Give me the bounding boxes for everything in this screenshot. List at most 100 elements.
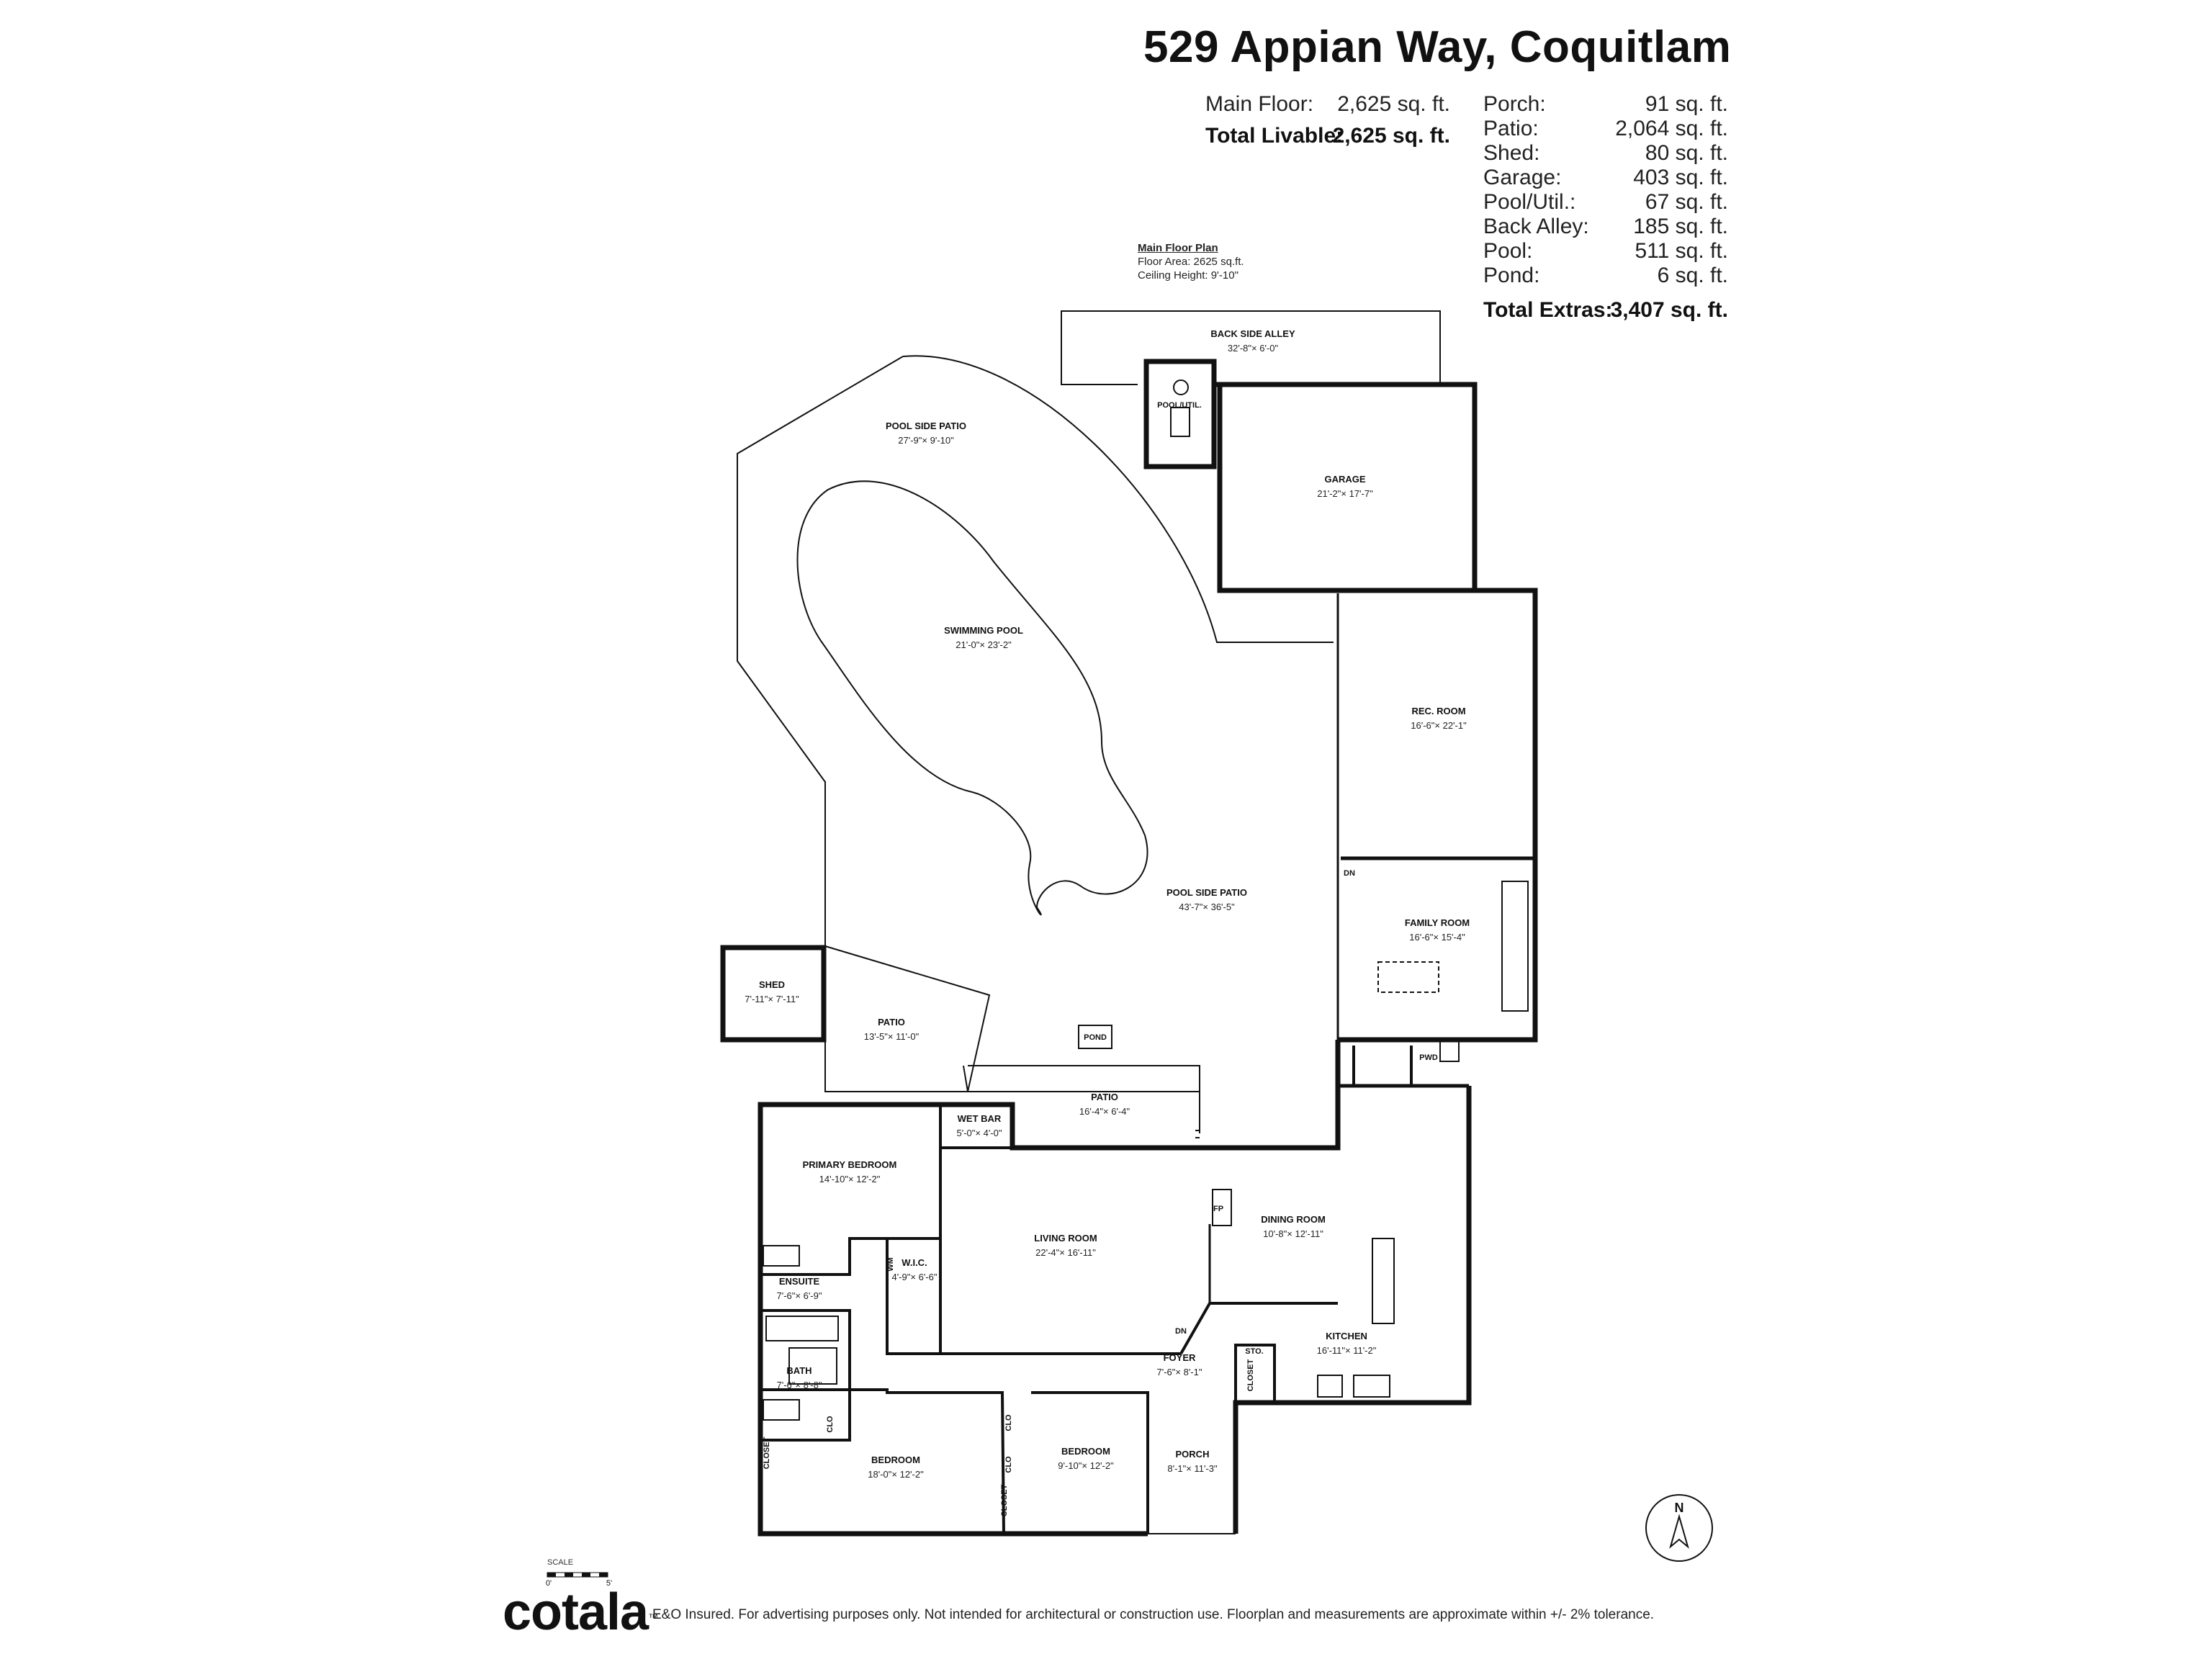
scale-end: 5' bbox=[606, 1579, 612, 1588]
ensuite-shower bbox=[788, 1347, 837, 1385]
area-label: Pool/Util.: bbox=[1483, 190, 1576, 214]
room-name: PATIO bbox=[1091, 1092, 1118, 1102]
pool-patio-outline bbox=[737, 355, 1334, 1138]
pond-outline bbox=[1078, 1025, 1112, 1049]
area-label: Porch: bbox=[1483, 92, 1546, 116]
room-dim: 32'-8"× 6'-0" bbox=[1228, 343, 1279, 354]
clo-label: CLO bbox=[826, 1416, 835, 1433]
family-room-table bbox=[1377, 961, 1439, 993]
fireplace-label: FP bbox=[1213, 1205, 1223, 1213]
kitchen-island bbox=[1372, 1238, 1395, 1324]
room-name: PWD bbox=[1419, 1053, 1438, 1062]
garage-walls bbox=[1214, 382, 1478, 593]
north-label: N bbox=[1675, 1501, 1684, 1515]
room-dim: 8'-1"× 11'-3" bbox=[1167, 1463, 1218, 1474]
area-value: 511 sq. ft. bbox=[1635, 239, 1728, 263]
room-dim: 7'-6"× 6'-9" bbox=[777, 1290, 822, 1301]
room-dim: 14'-10"× 12'-2" bbox=[819, 1174, 881, 1184]
room-dim: 27'-9"× 9'-10" bbox=[898, 435, 954, 446]
room-dim: 43'-7"× 36'-5" bbox=[1179, 902, 1235, 912]
clo-label: CLO bbox=[1004, 1414, 1013, 1431]
room-dim: 18'-0"× 12'-2" bbox=[868, 1469, 924, 1480]
room-dim: 7'-11"× 7'-11" bbox=[745, 994, 799, 1004]
primary-walls bbox=[760, 1105, 942, 1276]
room-name: PORCH bbox=[1176, 1449, 1210, 1460]
plan-heading: Main Floor Plan bbox=[1138, 242, 1218, 254]
area-value: 3,407 sq. ft. bbox=[1610, 298, 1728, 322]
brand-logo: cotala™ bbox=[503, 1583, 658, 1642]
outdoor-outlines bbox=[737, 310, 1713, 1562]
room-name: KITCHEN bbox=[1326, 1331, 1367, 1341]
house-outer-walls bbox=[757, 1040, 1341, 1537]
page-title: 529 Appian Way, Coquitlam bbox=[1143, 22, 1732, 72]
area-label: Garage: bbox=[1483, 166, 1562, 189]
ensuite-vanity bbox=[763, 1245, 800, 1267]
room-name: POOL/UTIL. bbox=[1157, 401, 1202, 410]
area-value: 67 sq. ft. bbox=[1645, 190, 1728, 214]
area-label: Total Extras: bbox=[1483, 298, 1613, 322]
kitchen-sink bbox=[1353, 1375, 1390, 1398]
area-value: 2,064 sq. ft. bbox=[1615, 117, 1728, 140]
area-value: 80 sq. ft. bbox=[1645, 141, 1728, 165]
room-name: FAMILY ROOM bbox=[1405, 917, 1470, 928]
shed-walls bbox=[720, 945, 827, 1043]
room-dim: 5'-0"× 4'-0" bbox=[957, 1128, 1002, 1138]
room-name: BACK SIDE ALLEY bbox=[1210, 328, 1295, 339]
room-name: BEDROOM bbox=[871, 1455, 920, 1465]
room-dim: 21'-2"× 17'-7" bbox=[1317, 488, 1373, 499]
room-name: POOL SIDE PATIO bbox=[1166, 887, 1247, 898]
family-room-sofa bbox=[1501, 881, 1529, 1012]
ensuite-tub bbox=[765, 1316, 839, 1341]
room-name: W.I.C. bbox=[902, 1257, 927, 1268]
area-value: 185 sq. ft. bbox=[1633, 215, 1728, 238]
room-name: PATIO bbox=[878, 1017, 905, 1028]
area-value: 2,625 sq. ft. bbox=[1332, 124, 1450, 148]
room-name: BATH bbox=[786, 1365, 811, 1376]
area-label: Shed: bbox=[1483, 141, 1540, 165]
kitchen-range bbox=[1317, 1375, 1343, 1398]
area-value: 91 sq. ft. bbox=[1645, 92, 1728, 116]
clo-label: CLO bbox=[1004, 1456, 1013, 1473]
rec-family-walls bbox=[1338, 588, 1538, 1043]
pool-util-fixture bbox=[1173, 379, 1189, 395]
area-label: Pond: bbox=[1483, 264, 1540, 287]
pwd-toilet bbox=[1439, 1039, 1460, 1062]
room-name: SWIMMING POOL bbox=[944, 625, 1023, 636]
room-dim: 9'-10"× 12'-2" bbox=[1058, 1460, 1114, 1471]
scale-bar: 0' 5' bbox=[546, 1572, 612, 1588]
area-label: Pool: bbox=[1483, 239, 1533, 263]
area-label: Total Livable: bbox=[1205, 124, 1344, 148]
room-dim: 22'-4"× 16'-11" bbox=[1035, 1247, 1096, 1258]
room-dim: 7'-6"× 8'-1" bbox=[1157, 1367, 1202, 1377]
area-label: Main Floor: bbox=[1205, 92, 1314, 116]
area-summary-livable: Main Floor: 2,625 sq. ft. Total Livable:… bbox=[1205, 92, 1450, 157]
area-summary-extras: Porch: 91 sq. ft. Patio: 2,064 sq. ft. S… bbox=[1483, 92, 1728, 330]
room-name: POND bbox=[1084, 1033, 1107, 1042]
closet-label: CLOSET bbox=[1246, 1359, 1255, 1391]
closet-label: CLOSET bbox=[1000, 1484, 1009, 1516]
scale-start: 0' bbox=[546, 1579, 552, 1588]
room-name: WET BAR bbox=[958, 1113, 1002, 1124]
room-dim: 13'-5"× 11'-0" bbox=[864, 1031, 920, 1042]
room-name: STO. bbox=[1245, 1347, 1263, 1356]
house-east-walls bbox=[1233, 1086, 1472, 1534]
fireplace bbox=[1212, 1189, 1232, 1226]
disclaimer: E&O Insured. For advertising purposes on… bbox=[652, 1607, 1655, 1622]
room-dim: 16'-4"× 6'-4" bbox=[1079, 1106, 1130, 1117]
room-name: FOYER bbox=[1164, 1352, 1196, 1363]
room-dim: 10'-8"× 12'-11" bbox=[1263, 1228, 1323, 1239]
room-name: LIVING ROOM bbox=[1034, 1233, 1097, 1244]
room-name: ENSUITE bbox=[779, 1276, 820, 1287]
plan-floor-area: Floor Area: 2625 sq.ft. bbox=[1138, 256, 1244, 268]
room-name: REC. ROOM bbox=[1411, 706, 1465, 716]
room-dim: 7'-6"× 8'-8" bbox=[777, 1380, 822, 1390]
patio-mid-outline bbox=[968, 1065, 1200, 1133]
bath-vanity bbox=[763, 1399, 800, 1421]
pool-util-heater bbox=[1170, 407, 1190, 437]
stair-down-label: DN bbox=[1175, 1327, 1187, 1336]
walls bbox=[720, 359, 1538, 1537]
room-dim: 4'-9"× 6'-6" bbox=[892, 1272, 938, 1282]
swimming-pool-outline bbox=[796, 480, 1148, 916]
area-value: 403 sq. ft. bbox=[1633, 166, 1728, 189]
